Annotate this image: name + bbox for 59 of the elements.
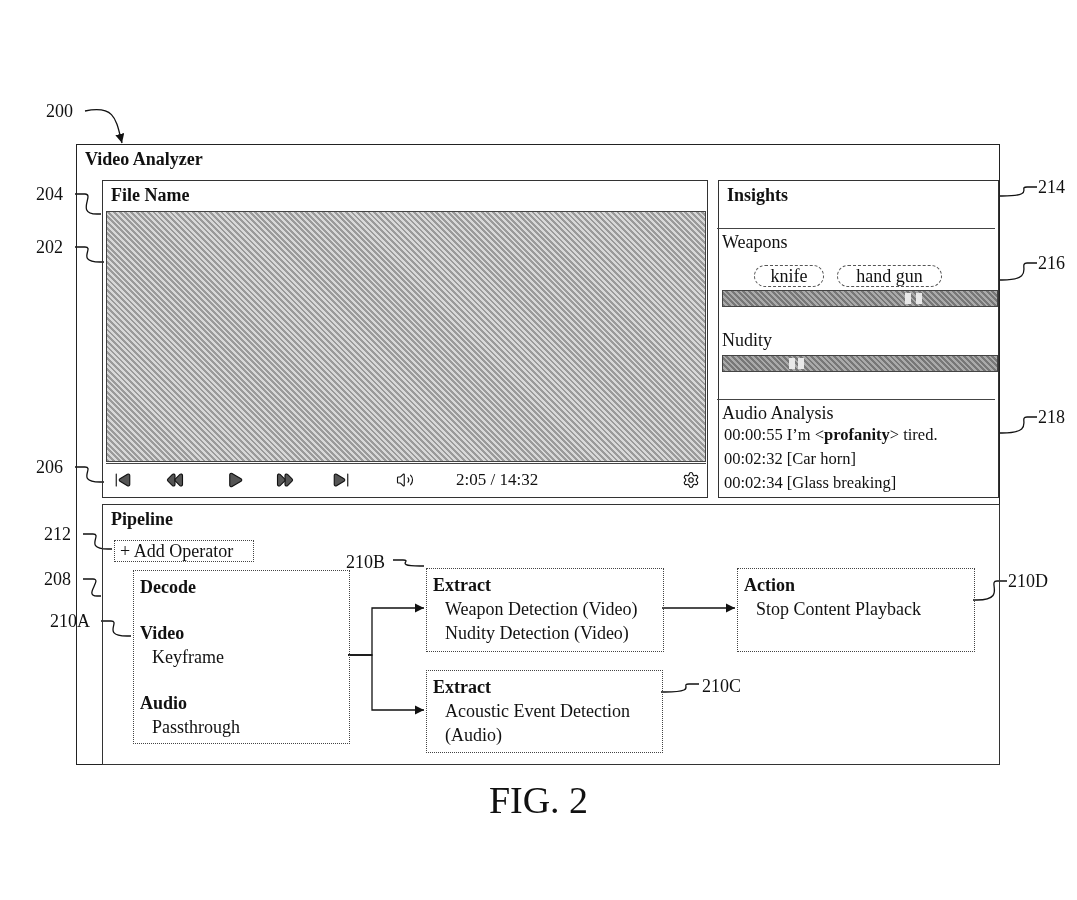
operator-box bbox=[426, 670, 663, 753]
operator-box bbox=[737, 568, 975, 652]
operator-text: Keyframe bbox=[151, 646, 224, 669]
panel-heading: Insights bbox=[727, 185, 789, 206]
arrow bbox=[347, 654, 425, 715]
operator-text: Weapon Detection (Video) bbox=[444, 598, 638, 621]
leader-line bbox=[660, 683, 700, 693]
operator-text: Decode bbox=[140, 576, 196, 599]
callout-number: 210B bbox=[346, 551, 394, 573]
operator-text: Audio bbox=[140, 692, 188, 715]
leader-line bbox=[82, 533, 113, 550]
operator-text: Acoustic Event Detection (Audio) bbox=[444, 700, 631, 747]
leader-line bbox=[82, 578, 102, 597]
operator-text: Extract bbox=[433, 574, 491, 597]
section-heading: Audio Analysis bbox=[722, 403, 834, 424]
leader-line bbox=[997, 262, 1038, 281]
callout-number: 212 bbox=[44, 523, 82, 545]
add-operator-button: + Add Operator bbox=[114, 540, 254, 562]
callout-number: 218 bbox=[1038, 406, 1076, 428]
panel bbox=[102, 504, 1000, 765]
leader-line bbox=[84, 108, 125, 144]
leader-line bbox=[74, 466, 105, 483]
figure-caption: FIG. 2 bbox=[487, 778, 590, 822]
window-title: Video Analyzer bbox=[85, 149, 203, 170]
callout-number: 206 bbox=[36, 456, 74, 478]
leader-line bbox=[74, 193, 102, 215]
arrow bbox=[661, 603, 736, 613]
operator-box bbox=[426, 568, 664, 652]
photo-placeholder bbox=[106, 211, 706, 462]
callout-number: 216 bbox=[1038, 252, 1076, 274]
callout-number: 208 bbox=[44, 568, 82, 590]
leader-line bbox=[392, 559, 425, 567]
section-heading: Nudity bbox=[722, 330, 772, 351]
callout-number: 214 bbox=[1038, 176, 1076, 198]
transcript-line: 00:02:32 [Car horn] bbox=[724, 449, 856, 469]
operator-text: Passthrough bbox=[151, 716, 240, 739]
leader-line bbox=[997, 186, 1038, 197]
leader-line bbox=[74, 246, 105, 263]
callout-number: 210D bbox=[1008, 570, 1058, 592]
leader-line bbox=[972, 580, 1008, 601]
callout-number: 210C bbox=[702, 675, 752, 697]
operator-text: Extract bbox=[433, 676, 491, 699]
callout-number: 200 bbox=[46, 100, 84, 122]
callout-number: 202 bbox=[36, 236, 74, 258]
transcript-line: 00:00:55 I’m <profanity> tired. bbox=[724, 425, 938, 445]
leader-line bbox=[100, 620, 132, 637]
operator-box bbox=[133, 570, 350, 744]
section-heading: Weapons bbox=[722, 232, 788, 253]
panel-heading: Pipeline bbox=[111, 509, 173, 530]
operator-text: Stop Content Playback bbox=[755, 598, 921, 621]
panel-heading: File Name bbox=[111, 185, 190, 206]
transcript-line: 00:02:34 [Glass breaking] bbox=[724, 473, 897, 493]
operator-text: Action bbox=[744, 574, 795, 597]
operator-text: Video bbox=[140, 622, 185, 645]
panel bbox=[102, 180, 708, 498]
callout-number: 204 bbox=[36, 183, 74, 205]
leader-line bbox=[997, 416, 1038, 434]
operator-text: Nudity Detection (Video) bbox=[444, 622, 629, 645]
playback-time: 2:05 / 14:32 bbox=[456, 470, 539, 490]
